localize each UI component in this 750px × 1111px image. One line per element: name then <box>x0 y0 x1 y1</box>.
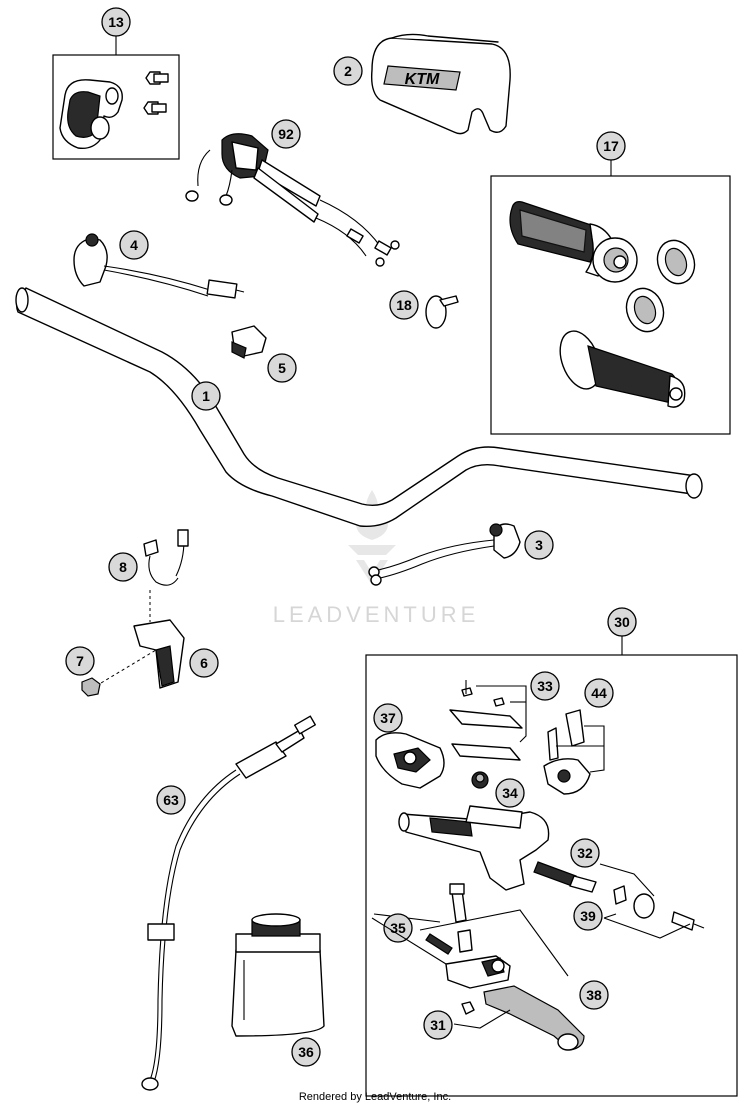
part-32-piston: 32 <box>533 838 655 897</box>
callout-5: 5 <box>267 353 297 383</box>
svg-text:44: 44 <box>591 685 607 701</box>
part-8-connector: 8 <box>108 529 189 622</box>
part-34-cap: 34 <box>471 771 525 808</box>
part-13-bolts <box>143 71 169 115</box>
part-18-cable-tie: 18 <box>389 290 459 329</box>
master-cylinder-body <box>398 805 550 891</box>
svg-text:1: 1 <box>202 388 210 404</box>
part-6-bracket: 6 <box>133 619 219 689</box>
svg-text:18: 18 <box>396 297 412 313</box>
part-2-handlebar-pad: KTM 2 <box>333 33 511 135</box>
callout-4: 4 <box>119 230 149 260</box>
callout-18: 18 <box>389 290 419 320</box>
svg-text:6: 6 <box>200 655 208 671</box>
part-17-left-grip <box>509 201 638 283</box>
part-30-frame <box>365 654 738 1097</box>
part-92-throttle-assembly: 92 <box>185 119 400 267</box>
callout-13: 13 <box>101 7 131 37</box>
svg-text:63: 63 <box>163 792 179 808</box>
svg-text:31: 31 <box>430 1017 446 1033</box>
svg-text:34: 34 <box>502 785 518 801</box>
callout-36: 36 <box>291 1037 321 1067</box>
part-3-switch: 3 <box>368 523 554 586</box>
svg-text:3: 3 <box>535 537 543 553</box>
part-17-clip-lower <box>625 287 665 333</box>
svg-text:17: 17 <box>603 138 619 154</box>
part-7-bolt: 7 <box>65 646 157 697</box>
part-37-guard: 37 <box>373 703 445 789</box>
callout-37: 37 <box>373 703 403 733</box>
part-63-hose: 63 <box>141 715 316 1091</box>
callout-7: 7 <box>65 646 95 676</box>
callout-1: 1 <box>191 381 221 411</box>
svg-text:5: 5 <box>278 360 286 376</box>
part-13-group: 13 <box>52 7 180 160</box>
svg-text:92: 92 <box>278 126 294 142</box>
callout-2: 2 <box>333 56 363 86</box>
part-33-reservoir-cover: 33 <box>449 671 560 761</box>
svg-text:2: 2 <box>344 63 352 79</box>
svg-text:8: 8 <box>119 559 127 575</box>
svg-text:30: 30 <box>614 614 630 630</box>
footer-credit: Rendered by LeadVenture, Inc. <box>298 1091 452 1103</box>
callout-6: 6 <box>189 648 219 678</box>
leadventure-watermark: LEADVENTURE <box>273 490 480 627</box>
part-1-handlebar: 1 <box>15 287 703 528</box>
part-13-clamp <box>59 79 123 150</box>
callout-17: 17 <box>596 131 626 161</box>
callout-92: 92 <box>271 119 301 149</box>
part-44-clamp: 44 <box>543 678 614 795</box>
callout-3: 3 <box>524 530 554 560</box>
svg-text:36: 36 <box>298 1044 314 1060</box>
svg-text:7: 7 <box>76 653 84 669</box>
part-30-master-cylinder-group: 30 33 44 <box>365 607 738 1097</box>
callout-34: 34 <box>495 778 525 808</box>
callout-39: 39 <box>573 901 603 931</box>
svg-text:37: 37 <box>380 710 396 726</box>
callout-44: 44 <box>584 678 614 708</box>
callout-8: 8 <box>108 552 138 582</box>
svg-text:13: 13 <box>108 14 124 30</box>
part-17-grips-group: 17 <box>490 131 731 435</box>
callout-30: 30 <box>607 607 637 637</box>
part-5-bracket: 5 <box>231 325 297 383</box>
part-38-lever: 38 <box>371 917 609 1051</box>
callout-33: 33 <box>530 671 560 701</box>
callout-32: 32 <box>570 838 600 868</box>
ktm-logo: KTM <box>383 65 461 91</box>
svg-text:33: 33 <box>537 678 553 694</box>
callout-63: 63 <box>156 785 186 815</box>
watermark-text: LEADVENTURE <box>273 602 480 627</box>
part-17-right-grip <box>559 330 686 408</box>
part-4-switch: 4 <box>73 230 245 299</box>
callout-38: 38 <box>579 980 609 1010</box>
svg-text:4: 4 <box>130 237 138 253</box>
callout-31: 31 <box>423 1010 453 1040</box>
part-17-clip-upper <box>656 239 696 285</box>
part-39-seal-kit: 39 <box>573 885 705 939</box>
svg-text:39: 39 <box>580 908 596 924</box>
part-36-fluid-bottle: 36 <box>231 913 325 1067</box>
part-31-nut: 31 <box>423 1001 511 1040</box>
svg-text:32: 32 <box>577 845 593 861</box>
svg-text:KTM: KTM <box>405 71 440 88</box>
svg-text:38: 38 <box>586 987 602 1003</box>
part-35-pin-spring: 35 <box>373 883 569 977</box>
